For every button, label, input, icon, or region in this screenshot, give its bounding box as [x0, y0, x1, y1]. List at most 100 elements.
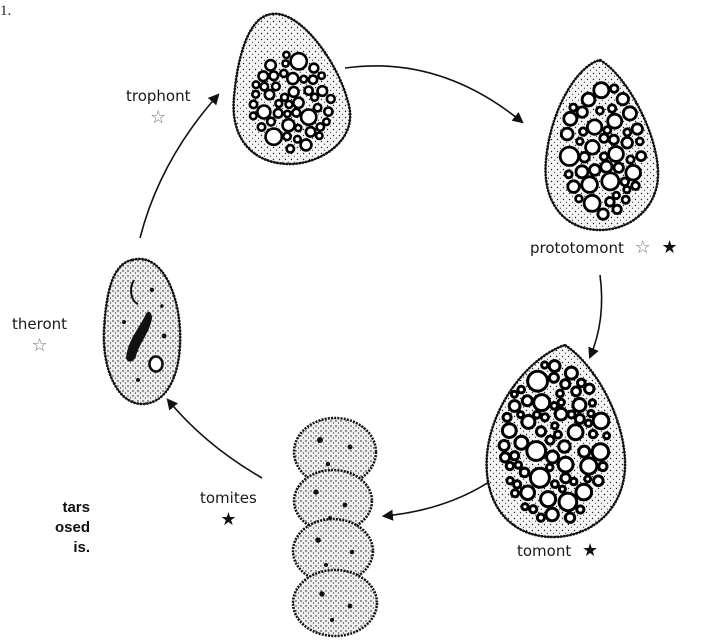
vacuole — [554, 431, 561, 438]
filled-star-icon: ★ — [662, 237, 678, 258]
vacuole — [557, 390, 564, 397]
vacuole — [559, 486, 565, 492]
vacuole — [301, 140, 312, 151]
vacuole — [568, 181, 580, 193]
vacuole — [253, 81, 260, 88]
vacuole — [584, 195, 600, 211]
vacuole — [609, 135, 618, 144]
vacuole — [287, 145, 294, 152]
vacuole — [314, 104, 321, 111]
vacuole — [300, 76, 307, 83]
vacuole — [265, 60, 275, 70]
vacuole — [575, 415, 584, 424]
vacuole — [592, 444, 608, 460]
vacuole — [530, 506, 537, 513]
vacuole — [324, 108, 332, 116]
vacuole — [585, 384, 594, 393]
vacuole — [506, 462, 513, 469]
arrow-tomont-to-tomites — [384, 476, 498, 516]
filled-star-icon: ★ — [582, 540, 598, 561]
vacuole — [512, 490, 519, 497]
vacuole — [541, 414, 548, 421]
vacuole — [286, 101, 293, 108]
vacuole — [585, 476, 591, 482]
vacuole — [301, 110, 316, 125]
tomont-label: tomont — [517, 542, 571, 560]
stage-label-theront: theront ☆ — [12, 316, 67, 355]
legend-fragment: tars osed is. — [0, 498, 90, 558]
vacuole — [610, 85, 618, 93]
vacuole — [509, 401, 520, 412]
vacuole — [608, 105, 615, 112]
vacuole — [283, 60, 289, 66]
vacuole — [542, 362, 548, 368]
stage-label-prototomont: prototomont ☆ ★ — [530, 239, 678, 257]
prototomont-label: prototomont — [530, 239, 624, 257]
vacuole — [257, 106, 270, 119]
arrow-tomites-to-theront — [168, 400, 262, 478]
vacuole — [280, 70, 287, 77]
vacuole — [565, 367, 577, 379]
vacuole — [327, 95, 335, 103]
vacuole — [602, 173, 619, 190]
vacuole — [499, 441, 509, 451]
vacuole — [589, 400, 595, 406]
vacuole — [511, 452, 519, 460]
vacuole — [582, 93, 595, 106]
vacuole — [585, 420, 591, 426]
vacuole — [600, 134, 608, 142]
vacuole — [289, 87, 299, 97]
vacuole — [565, 171, 572, 178]
vacuole — [520, 468, 529, 477]
vacuole — [559, 441, 570, 452]
vacuole — [530, 468, 549, 487]
vacuole — [600, 153, 607, 160]
vacuole — [561, 128, 573, 140]
vacuole — [518, 386, 525, 393]
tomites-chain — [293, 418, 377, 636]
vacuole — [604, 433, 610, 439]
vacuole — [283, 119, 295, 131]
vacuole — [534, 412, 541, 419]
vacuole — [621, 178, 629, 186]
vacuole — [561, 474, 570, 483]
vacuole — [252, 91, 259, 98]
vacuole — [624, 186, 630, 192]
vacuole — [521, 486, 535, 500]
vacuole — [627, 156, 634, 163]
vacuole — [549, 361, 560, 372]
vacuole — [316, 133, 322, 139]
vacuole — [614, 163, 623, 172]
vacuole — [565, 513, 574, 522]
vacuole — [552, 481, 559, 488]
vacuole — [590, 165, 601, 176]
vacuole — [622, 196, 629, 203]
vacuole — [292, 109, 300, 117]
arrow-prototomont-to-tomont — [590, 275, 602, 357]
vacuole — [515, 462, 522, 469]
vacuole — [541, 492, 556, 507]
vacuole — [528, 371, 548, 391]
arrow-trophont-to-prototomont — [345, 66, 522, 122]
vacuole — [560, 147, 578, 165]
vacuole — [546, 508, 558, 520]
vacuole — [594, 476, 604, 486]
legend-line-1: tars — [0, 498, 90, 518]
vacuole — [281, 94, 288, 101]
vacuole — [576, 166, 588, 178]
vacuole — [518, 412, 524, 418]
vacuole — [594, 83, 609, 98]
vacuole — [568, 411, 575, 418]
vacuole — [275, 100, 282, 107]
vacuole — [511, 391, 517, 397]
vacuole — [601, 161, 612, 172]
open-star-icon: ☆ — [126, 109, 191, 127]
vacuole — [579, 446, 590, 457]
vacuole — [589, 430, 596, 437]
prototomont-cell — [546, 60, 659, 230]
vacuole — [593, 413, 609, 429]
vacuole — [622, 137, 633, 148]
vacuole — [546, 436, 554, 444]
vacuole — [250, 101, 257, 108]
